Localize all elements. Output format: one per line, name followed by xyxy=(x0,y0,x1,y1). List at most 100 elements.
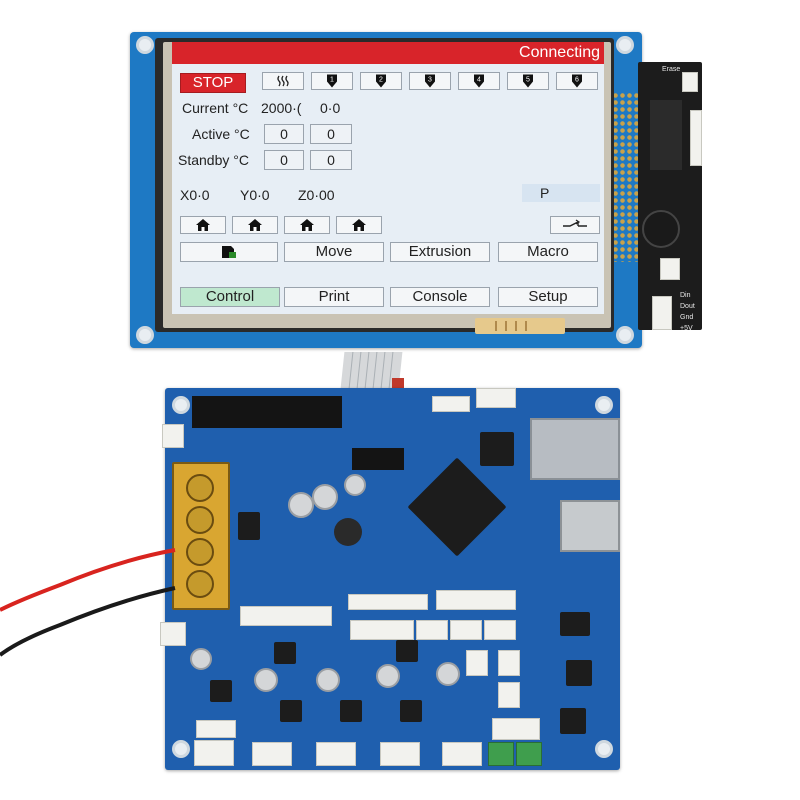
silk-erase: Erase xyxy=(662,66,681,73)
home-x-button[interactable] xyxy=(232,216,278,234)
regulator xyxy=(560,612,590,636)
mounting-hole xyxy=(616,36,634,54)
neopixel-connector xyxy=(652,296,672,330)
capacitor xyxy=(190,648,212,670)
side-connector xyxy=(690,110,702,166)
sd-card-icon xyxy=(222,246,236,258)
tool-6-icon: 6 xyxy=(572,74,582,88)
sensor-connector xyxy=(498,650,520,676)
capacitor xyxy=(312,484,338,510)
driver-chip xyxy=(396,640,418,662)
tool-3-icon: 3 xyxy=(425,74,435,88)
sd-card-slot xyxy=(560,500,620,552)
probe-label: P xyxy=(540,185,550,201)
usb-connector xyxy=(682,72,698,92)
silk-gnd: Gnd xyxy=(680,314,694,321)
motor-connector xyxy=(484,620,516,640)
move-button[interactable]: Move xyxy=(284,242,384,262)
tab-print[interactable]: Print xyxy=(284,287,384,307)
home-y-button[interactable] xyxy=(284,216,330,234)
buzzer xyxy=(642,210,680,248)
extrusion-button[interactable]: Extrusion xyxy=(390,242,490,262)
mosfet xyxy=(560,708,586,734)
sensor-connector xyxy=(466,650,488,676)
mounting-hole xyxy=(616,326,634,344)
tool-2-icon: 2 xyxy=(376,74,386,88)
standby-temp-label: Standby °C xyxy=(178,152,249,168)
tool-4-icon: 4 xyxy=(474,74,484,88)
sensor-connector xyxy=(498,682,520,708)
heater-terminal xyxy=(516,742,542,766)
aux-connector xyxy=(476,388,516,408)
probe-field xyxy=(522,184,600,202)
silk-din: Din xyxy=(680,292,691,299)
regulator xyxy=(238,512,260,540)
bed-compensation-button[interactable] xyxy=(550,216,600,234)
power-terminal xyxy=(172,462,230,610)
sd-card-button[interactable] xyxy=(180,242,278,262)
current-temp-value-2: 0·0 xyxy=(320,100,341,116)
pin-header xyxy=(352,448,404,470)
mounting-hole xyxy=(595,740,613,758)
tool-5-button[interactable]: 5 xyxy=(507,72,549,90)
tab-setup[interactable]: Setup xyxy=(498,287,598,307)
capacitor xyxy=(436,662,460,686)
panel-connector xyxy=(432,396,470,412)
mounting-hole xyxy=(172,396,190,414)
reset-button-hw xyxy=(660,258,680,280)
driver-chip xyxy=(280,700,302,722)
capacitor xyxy=(316,668,340,692)
touch-screen: Connecting STOP 1 2 3 4 5 6 Current °C 2… xyxy=(172,42,604,314)
tool-6-button[interactable]: 6 xyxy=(556,72,598,90)
title-bar: Connecting xyxy=(172,42,604,64)
tool-1-button[interactable]: 1 xyxy=(311,72,353,90)
bed-compensation-icon xyxy=(563,219,587,227)
driver-chip xyxy=(400,700,422,722)
motor-connector xyxy=(252,742,292,766)
active-temp-field-1[interactable]: 0 xyxy=(264,124,304,144)
tool-1-icon: 1 xyxy=(327,74,337,88)
heater-connector xyxy=(492,718,540,740)
touch-ribbon xyxy=(475,318,565,334)
tool-4-button[interactable]: 4 xyxy=(458,72,500,90)
macro-button[interactable]: Macro xyxy=(498,242,598,262)
connector xyxy=(196,720,236,738)
tool-number: 3 xyxy=(428,77,432,84)
home-z-button[interactable] xyxy=(336,216,382,234)
current-temp-label: Current °C xyxy=(182,100,249,116)
home-z-icon xyxy=(352,219,366,231)
mounting-hole xyxy=(136,36,154,54)
home-all-button[interactable] xyxy=(180,216,226,234)
driver-chip xyxy=(210,680,232,702)
driver-chip xyxy=(274,642,296,664)
tool-3-button[interactable]: 3 xyxy=(409,72,451,90)
heater-icon xyxy=(277,75,289,87)
power-wires xyxy=(0,548,176,657)
current-temp-value-1: 2000·( xyxy=(261,100,302,116)
stop-button[interactable]: STOP xyxy=(180,73,246,93)
heater-terminal xyxy=(488,742,514,766)
driver-chip xyxy=(340,700,362,722)
tool-number: 5 xyxy=(526,77,530,84)
tab-control[interactable]: Control xyxy=(180,287,280,307)
capacitor xyxy=(254,668,278,692)
lcd-pin-header xyxy=(612,92,638,262)
motor-connector xyxy=(194,740,234,766)
motor-connector xyxy=(442,742,482,766)
ethernet-jack xyxy=(530,418,620,480)
idc-header xyxy=(192,396,342,428)
tool-5-icon: 5 xyxy=(523,74,533,88)
heater-button[interactable] xyxy=(262,72,304,90)
tool-2-button[interactable]: 2 xyxy=(360,72,402,90)
tool-number: 4 xyxy=(477,77,481,84)
standby-temp-field-1[interactable]: 0 xyxy=(264,150,304,170)
active-temp-field-2[interactable]: 0 xyxy=(310,124,352,144)
fpc-connector xyxy=(650,100,682,170)
tool-number: 2 xyxy=(379,77,383,84)
tool-number: 6 xyxy=(575,77,579,84)
tab-console[interactable]: Console xyxy=(390,287,490,307)
mounting-hole xyxy=(595,396,613,414)
fan-connector xyxy=(162,424,184,448)
standby-temp-field-2[interactable]: 0 xyxy=(310,150,352,170)
motor-connector xyxy=(240,606,332,626)
